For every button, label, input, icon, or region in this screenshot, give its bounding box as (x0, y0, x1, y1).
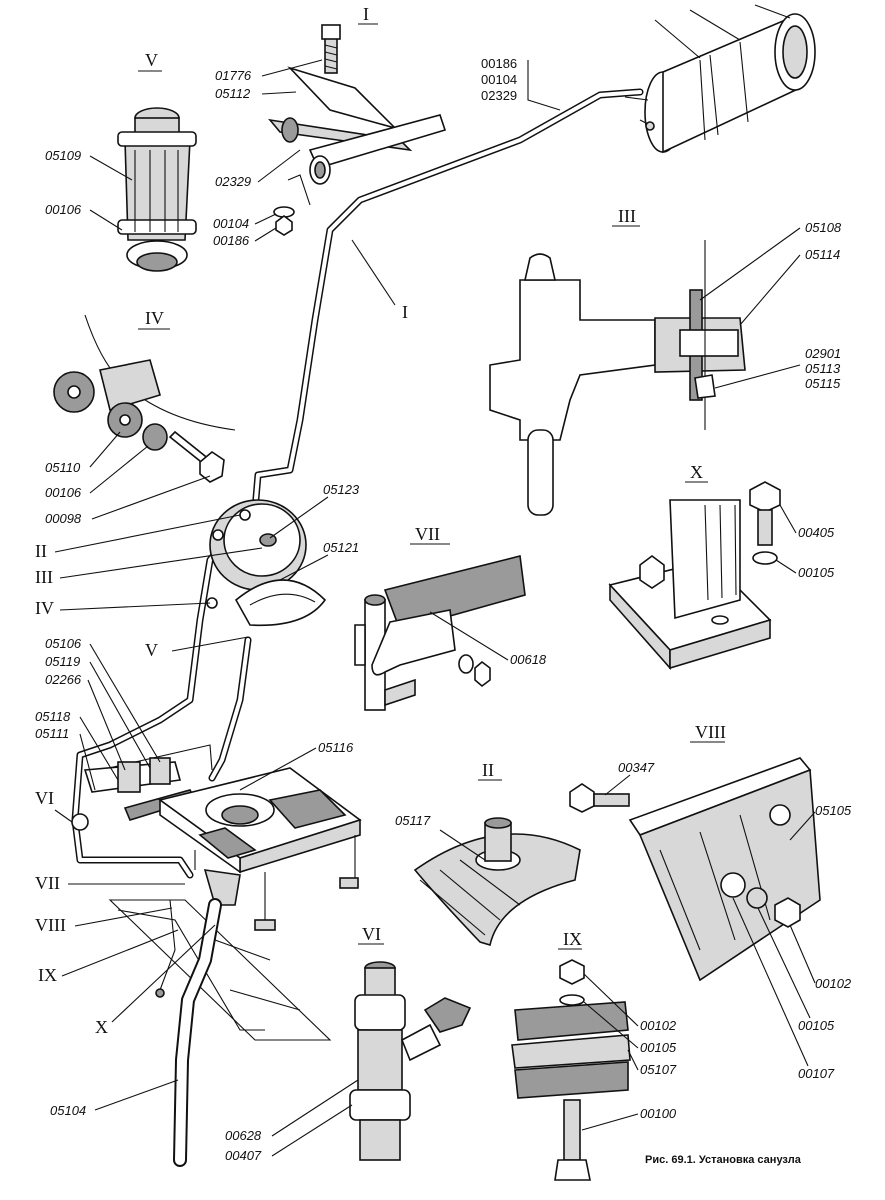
view-VI-labels: 00628 00407 (225, 1079, 359, 1163)
part-05113: 05113 (805, 361, 841, 376)
part-05112: 05112 (215, 86, 251, 101)
part-01776: 01776 (215, 68, 252, 83)
callout-II: II (35, 541, 47, 561)
view-II-title: II (482, 760, 494, 780)
part-00104: 00104 (213, 216, 249, 231)
view-III-title: III (618, 206, 636, 226)
part-05119: 05119 (45, 654, 80, 669)
tank-part-00186: 00186 (481, 56, 517, 71)
view-IX-mount: IX (511, 929, 631, 1181)
part-05109: 05109 (45, 148, 81, 163)
valve-assembly (71, 757, 197, 831)
callout-III: III (35, 567, 53, 587)
view-I-labels: 01776 05112 02329 00104 00186 (213, 59, 323, 248)
part-00100: 00100 (640, 1106, 677, 1121)
part-00105: 00105 (798, 1018, 835, 1033)
view-IV-title: IV (145, 308, 164, 328)
part-05105: 05105 (815, 803, 852, 818)
view-III-section: III (489, 206, 746, 516)
view-VIII-angle: VIII (569, 722, 821, 982)
part-05116: 05116 (318, 740, 354, 755)
view-VIII-labels: 00347 05105 00102 00105 00107 (604, 760, 852, 1081)
part-05106: 05106 (45, 636, 82, 651)
view-VI-valve: VI (349, 924, 472, 1161)
view-IX-labels: 00102 00105 05107 00100 (581, 973, 677, 1131)
view-VII-title: VII (415, 524, 440, 544)
main-part-labels: 05123 05121 05106 05119 02266 05118 0511… (35, 482, 360, 1118)
view-X-bracket: X (608, 462, 781, 671)
part-02266: 02266 (45, 672, 82, 687)
part-00407: 00407 (225, 1148, 262, 1163)
part-05118: 05118 (35, 709, 71, 724)
part-05104: 05104 (50, 1103, 86, 1118)
part-00102: 00102 (815, 976, 852, 991)
view-VIII-title: VIII (695, 722, 726, 742)
part-05111: 05111 (35, 726, 69, 741)
view-IV-labels: 05110 00106 00098 (45, 431, 211, 526)
part-00106: 00106 (45, 202, 82, 217)
callout-VIII: VIII (35, 915, 66, 935)
water-tank (624, 4, 816, 154)
part-05108: 05108 (805, 220, 842, 235)
tank-part-00104: 00104 (481, 72, 517, 87)
part-05123: 05123 (323, 482, 360, 497)
view-I-title: I (363, 4, 369, 24)
part-00107: 00107 (798, 1066, 835, 1081)
view-IX-title: IX (563, 929, 582, 949)
main-piping (71, 88, 644, 879)
part-00105: 00105 (798, 565, 835, 580)
callout-I: I (402, 302, 408, 322)
callout-X: X (95, 1017, 108, 1037)
view-IV-mount: IV (53, 308, 236, 483)
view-V-labels: 05109 00106 (45, 148, 133, 231)
part-02901: 02901 (805, 346, 841, 361)
view-X-labels: 00405 00105 (775, 504, 835, 580)
view-V-title: V (145, 50, 158, 70)
callout-IV: IV (35, 598, 54, 618)
part-05110: 05110 (45, 460, 81, 475)
main-callouts: I II III IV V VI VII VIII IX X (35, 239, 408, 1037)
part-00186: 00186 (213, 233, 250, 248)
part-00098: 00098 (45, 511, 82, 526)
part-05121: 05121 (323, 540, 359, 555)
part-00618: 00618 (510, 652, 547, 667)
frame-and-drain (108, 898, 332, 1167)
part-00628: 00628 (225, 1128, 262, 1143)
view-X-title: X (690, 462, 703, 482)
tank-part-02329: 02329 (481, 88, 517, 103)
view-VI-title: VI (362, 924, 381, 944)
view-V-filter: V (117, 50, 197, 272)
callout-V: V (145, 640, 158, 660)
view-I-pipe-clamp: I (268, 4, 447, 236)
part-02329: 02329 (215, 174, 251, 189)
part-00106: 00106 (45, 485, 82, 500)
callout-VII: VII (35, 873, 60, 893)
part-05107: 05107 (640, 1062, 677, 1077)
tank-part-labels: 00186 00104 02329 (481, 56, 561, 111)
toilet-basin (158, 767, 362, 931)
part-05117: 05117 (395, 813, 431, 828)
part-00102: 00102 (640, 1018, 677, 1033)
callout-IX: IX (38, 965, 57, 985)
part-05114: 05114 (805, 247, 840, 262)
part-00347: 00347 (618, 760, 655, 775)
view-II-fitting: II (413, 760, 581, 947)
view-VII-clamp: VII (354, 524, 526, 711)
flush-device (206, 499, 327, 627)
part-05115: 05115 (805, 376, 841, 391)
figure-caption: Рис. 69.1. Установка санузла (645, 1154, 802, 1166)
view-III-labels: 05108 05114 02901 05113 05115 (699, 220, 842, 391)
view-II-labels: 05117 (395, 813, 486, 861)
part-00105: 00105 (640, 1040, 677, 1055)
view-VII-labels: 00618 (429, 611, 547, 667)
part-00405: 00405 (798, 525, 835, 540)
callout-VI: VI (35, 788, 54, 808)
